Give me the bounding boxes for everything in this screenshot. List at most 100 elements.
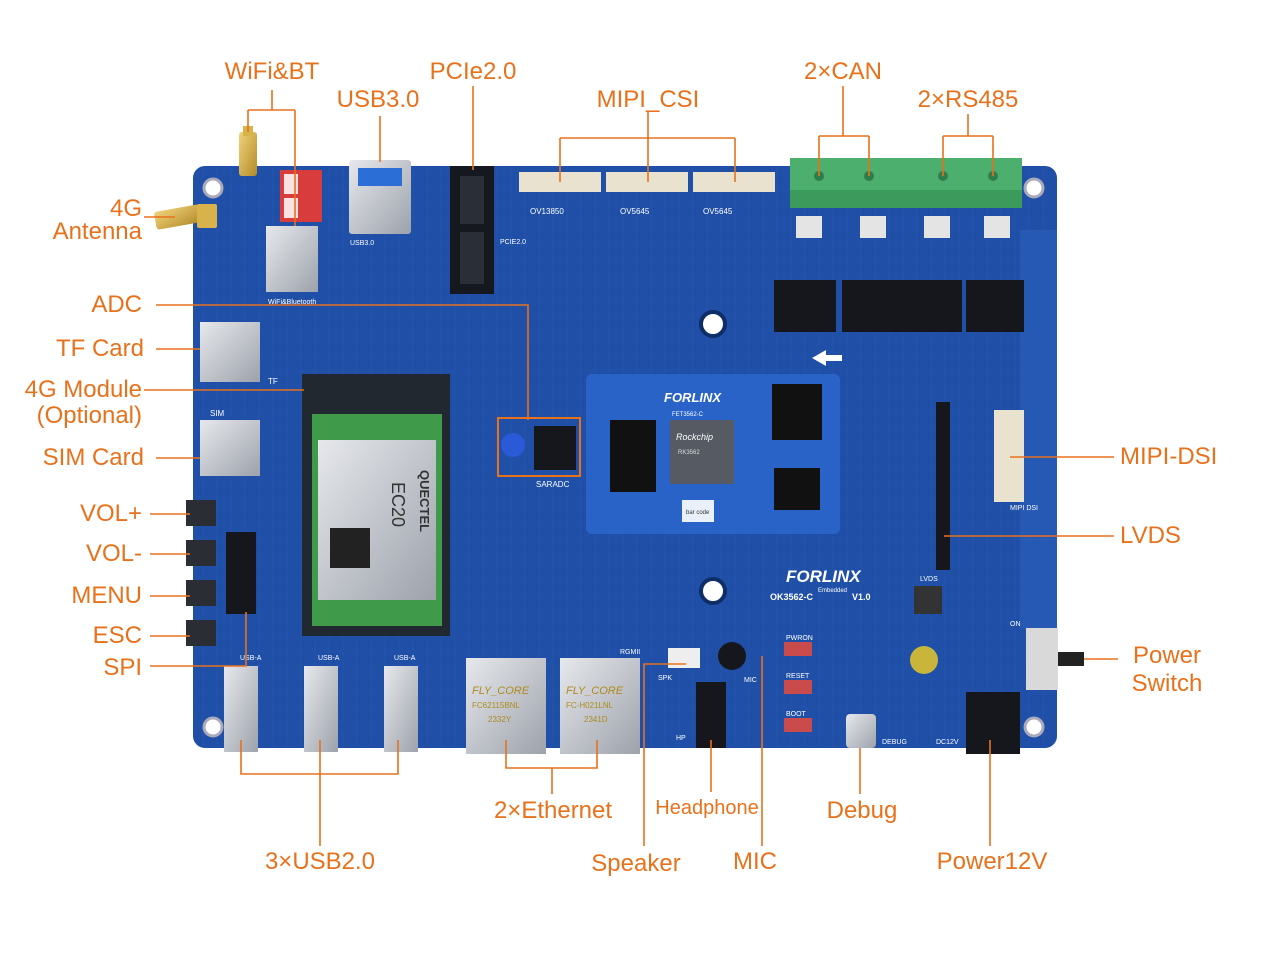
label-power-switch-2: Switch	[1131, 670, 1203, 697]
label-speaker: Speaker	[591, 850, 681, 877]
reset-silk: RESET	[786, 673, 810, 680]
isolation-modules	[774, 216, 1024, 332]
eth2-brand: FLY_CORE	[566, 685, 624, 697]
label-menu: MENU	[71, 582, 142, 609]
dc12v-silk: DC12V	[936, 739, 959, 746]
module-brand: QUECTEL	[417, 470, 432, 532]
label-adc: ADC	[91, 291, 142, 318]
saradc-silk: SARADC	[536, 480, 570, 489]
wifi-silk: WiFi&Bluetooth	[268, 299, 316, 306]
csi2-silk: OV5645	[620, 207, 650, 216]
dc-jack	[966, 692, 1020, 754]
label-debug: Debug	[826, 797, 898, 824]
terminal-blocks	[790, 158, 1022, 208]
label-rs485: 2×RS485	[917, 86, 1019, 113]
mic-silk: MIC	[744, 677, 757, 684]
mipidsi-silk: MIPI DSI	[1010, 505, 1038, 512]
label-antenna-2: Antenna	[52, 218, 142, 245]
som-brand: FORLINX	[664, 390, 722, 405]
label-vol-minus: VOL-	[85, 540, 142, 567]
pwron-button	[784, 642, 812, 656]
label-usb20: 3×USB2.0	[264, 848, 376, 875]
label-antenna-1: 4G	[109, 195, 142, 222]
label-can: 2×CAN	[803, 58, 883, 85]
som-barcode: bar code	[686, 510, 710, 516]
rgmii-silk: RGMII	[620, 649, 640, 656]
debug-port	[846, 714, 876, 748]
mic-component	[718, 642, 746, 670]
sim-card-slot	[200, 420, 260, 476]
label-module-1: 4G Module	[24, 376, 142, 403]
reset-button	[784, 680, 812, 694]
som-core-board	[586, 374, 840, 534]
speaker-connector	[668, 648, 700, 668]
board-model: OK3562-C	[770, 592, 814, 602]
eth2-part: FC-H021LNL	[566, 701, 614, 710]
adc-header-box	[497, 417, 581, 477]
eth1-part: FC62115BNL	[472, 701, 520, 710]
lvds-silk: LVDS	[920, 576, 938, 583]
soc-brand: Rockchip	[676, 432, 713, 442]
usb30-silk: USB3.0	[350, 240, 374, 247]
label-pcie: PCIe2.0	[429, 58, 517, 85]
boot-silk: BOOT	[786, 711, 807, 718]
usba-silk-2: USB-A	[318, 655, 340, 662]
label-spi: SPI	[103, 654, 142, 681]
4g-antenna-connector	[154, 204, 217, 230]
4g-module	[302, 374, 450, 636]
label-tf-card: TF Card	[55, 335, 144, 362]
label-sim-card: SIM Card	[42, 444, 144, 471]
wifi-antenna-connector	[239, 126, 257, 176]
pwron-silk: PWRON	[786, 635, 813, 642]
mipi-dsi-connector	[994, 410, 1024, 502]
label-wifi-bt: WiFi&BT	[224, 58, 320, 85]
tf-card-slot	[200, 322, 260, 382]
csi1-silk: OV13850	[530, 207, 564, 216]
label-esc: ESC	[92, 622, 142, 649]
label-headphone: Headphone	[655, 797, 759, 819]
board-version: V1.0	[852, 592, 871, 602]
board-brand: FORLINX	[786, 567, 862, 586]
side-buttons	[186, 500, 256, 646]
board-arrow-icon	[812, 350, 842, 366]
boot-button	[784, 718, 812, 732]
ethernet-ports	[466, 658, 640, 754]
inductor	[914, 586, 942, 614]
eth2-code: 2341D	[584, 715, 608, 724]
csi3-silk: OV5645	[703, 207, 733, 216]
soc-part: RK3562	[678, 450, 700, 456]
label-ethernet: 2×Ethernet	[493, 797, 613, 824]
eth1-code: 2332Y	[488, 715, 512, 724]
eth1-brand: FLY_CORE	[472, 685, 530, 697]
label-power12v: Power12V	[936, 848, 1048, 875]
label-usb30: USB3.0	[336, 86, 420, 113]
debug-silk: DEBUG	[882, 739, 907, 746]
module-name: EC20	[388, 482, 408, 527]
usba-silk-3: USB-A	[394, 655, 416, 662]
tf-silk: TF	[268, 377, 278, 386]
spk-silk: SPK	[658, 675, 672, 682]
label-module-2: (Optional)	[36, 402, 142, 429]
hp-silk: HP	[676, 735, 686, 742]
som-model1: FET3562-C	[672, 412, 704, 418]
callout-lines	[144, 86, 1118, 846]
power-switch	[1026, 628, 1058, 690]
pcie-silk: PCIE2.0	[500, 239, 526, 246]
label-mipi-dsi: MIPI-DSI	[1120, 443, 1218, 470]
board-brand-sub: Embedded	[818, 588, 847, 594]
on-silk: ON	[1010, 621, 1021, 628]
mipi-csi-connectors	[519, 172, 775, 192]
sim-silk: SIM	[210, 409, 225, 418]
label-lvds: LVDS	[1120, 522, 1181, 549]
wifi-module	[266, 226, 318, 292]
usb20-ports	[224, 666, 418, 752]
lvds-connector	[936, 402, 950, 570]
headphone-jack	[696, 682, 726, 748]
label-mic: MIC	[733, 848, 777, 875]
label-vol-plus: VOL+	[79, 500, 142, 527]
usba-silk-1: USB-A	[240, 655, 262, 662]
label-mipi-csi: MIPI_CSI	[596, 86, 700, 113]
label-power-switch-1: Power	[1132, 642, 1202, 669]
